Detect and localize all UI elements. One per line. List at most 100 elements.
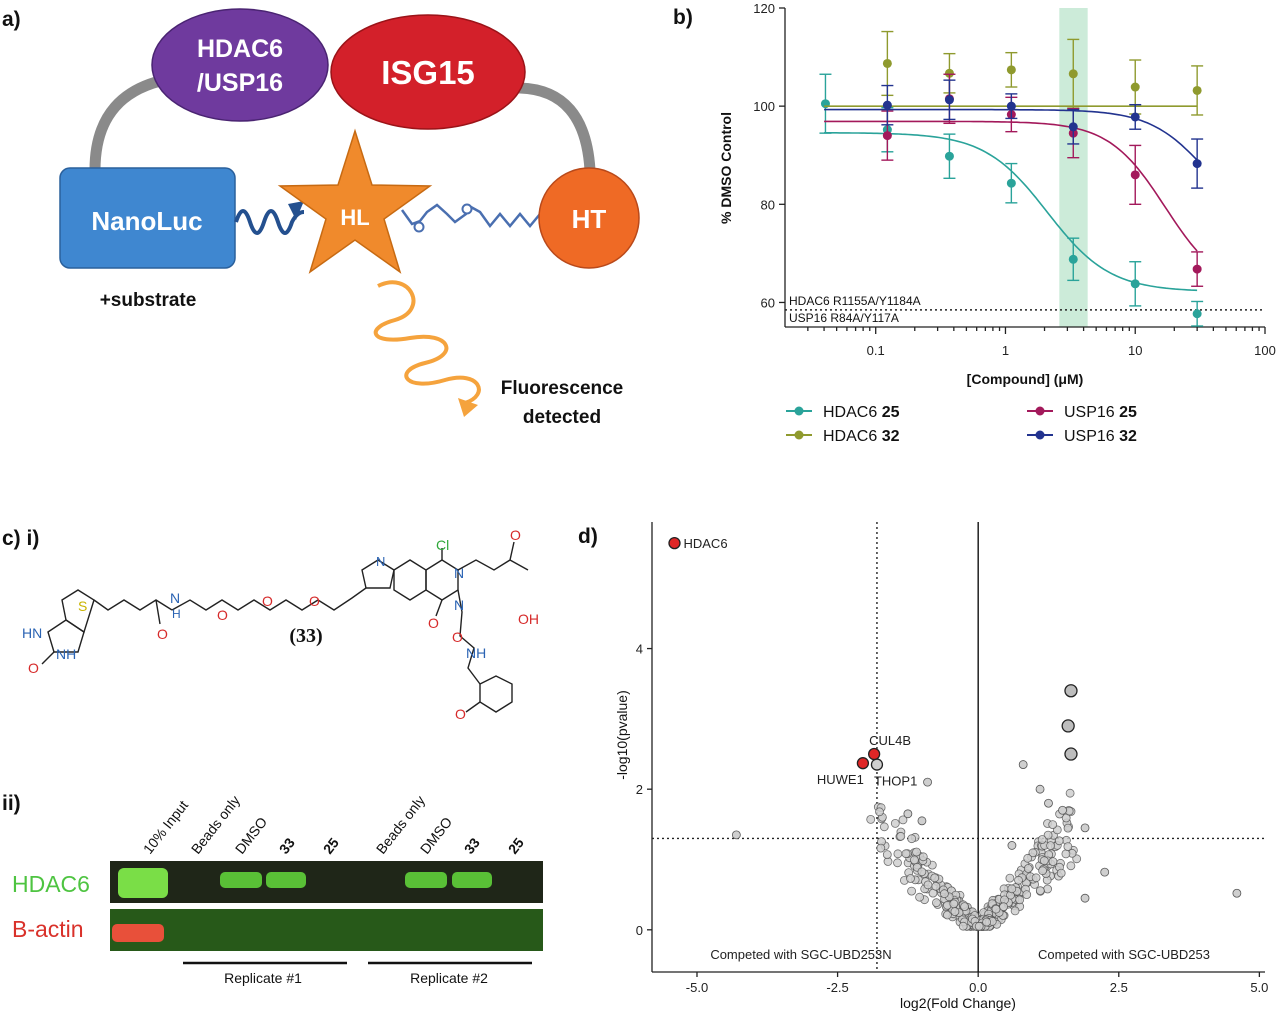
protein-point xyxy=(907,886,916,896)
protein-point xyxy=(943,910,952,920)
protein-point xyxy=(1058,805,1067,815)
protein-point xyxy=(1043,884,1052,894)
atom-h-amide: H xyxy=(172,607,181,621)
data-point xyxy=(1068,69,1078,79)
atom-s: S xyxy=(78,598,87,614)
y-tick-label: 0 xyxy=(636,923,643,938)
protein-point xyxy=(1066,861,1076,871)
protein-point xyxy=(882,850,892,859)
protein-point xyxy=(1044,798,1053,808)
quinazolinone-co-bond xyxy=(435,599,443,617)
protein-point xyxy=(898,815,908,825)
acid-oh-bond xyxy=(509,559,529,571)
band-bactin-input xyxy=(112,924,164,942)
legend-swatch-dot xyxy=(794,430,804,440)
panel-c-ii-letter: ii) xyxy=(2,792,21,815)
protein-point xyxy=(1232,888,1242,898)
protein-point xyxy=(896,831,906,841)
atom-oh-acid: OH xyxy=(518,611,539,627)
protein-point xyxy=(1035,784,1045,794)
data-point xyxy=(1130,170,1140,180)
hl-label: HL xyxy=(340,205,369,230)
legend-entry-usp16-25: USP16 25 xyxy=(1064,404,1137,421)
protein-point xyxy=(917,867,927,877)
y-tick-label: 2 xyxy=(636,782,643,797)
x-tick-label: 100 xyxy=(1254,343,1276,358)
band-hdac6-33-1 xyxy=(266,872,306,888)
protein-point xyxy=(1007,884,1017,894)
isg15-label: ISG15 xyxy=(381,54,475,91)
fluorescence-wave xyxy=(373,280,481,405)
protein-point xyxy=(918,852,928,862)
x-tick-label: 5.0 xyxy=(1250,980,1268,995)
atom-o-amide: O xyxy=(157,626,168,642)
band-hdac6-dmso-1 xyxy=(220,872,262,888)
x-tick-label: -2.5 xyxy=(826,980,848,995)
blot-col-25-1: 25 xyxy=(320,835,342,857)
data-point xyxy=(944,95,954,105)
acetamide-chain xyxy=(457,589,481,685)
nanoluc-label: NanoLuc xyxy=(91,206,202,236)
band-hdac6-dmso-2 xyxy=(405,872,447,888)
biotin-ring-urea xyxy=(47,619,85,653)
blot-row-hdac6-label: HDAC6 xyxy=(12,871,90,897)
protein-point xyxy=(923,777,932,787)
protein-point xyxy=(1080,823,1090,833)
data-point xyxy=(1130,112,1140,122)
data-point xyxy=(1068,254,1078,264)
fit-curve xyxy=(824,132,1198,292)
large-protein-point xyxy=(1064,747,1078,761)
panel-a: a) HDAC6 /USP16 ISG15 NanoLuc +substrate… xyxy=(2,8,640,428)
atom-o-urea: O xyxy=(28,660,39,676)
data-point xyxy=(882,131,892,141)
blot-column-labels: 10% Input Beads only DMSO 33 25 Beads on… xyxy=(140,792,527,856)
protein-point xyxy=(1048,857,1058,866)
hdac6-label-line1: HDAC6 xyxy=(197,35,283,63)
replicate-1-label: Replicate #1 xyxy=(224,970,302,986)
atom-nh: NH xyxy=(56,646,76,662)
protein-point xyxy=(1018,760,1028,769)
data-point xyxy=(1192,264,1202,274)
protein-point xyxy=(974,921,984,931)
blot-col-33-1: 33 xyxy=(276,835,298,857)
protein-label: CUL4B xyxy=(869,733,911,748)
band-hdac6-33-2 xyxy=(452,872,492,888)
energy-transfer-arrowhead xyxy=(288,201,304,220)
data-point xyxy=(1192,85,1202,95)
left-annotation: Competed with SGC-UBD253N xyxy=(710,947,891,962)
protein-point xyxy=(950,907,960,916)
blot-col-33-2: 33 xyxy=(461,835,483,857)
hdac6-usp16-ellipse xyxy=(151,8,329,122)
legend-swatch-dot xyxy=(1035,430,1045,440)
protein-point xyxy=(875,807,884,817)
protein-point xyxy=(931,881,941,891)
protein-point xyxy=(940,889,949,899)
protein-point xyxy=(866,815,876,824)
protein-point xyxy=(958,921,968,931)
y-axis-label: % DMSO Control xyxy=(718,112,734,224)
fluorescence-label-line2: detected xyxy=(523,407,601,428)
x-axis-label: [Compound] (μM) xyxy=(967,371,1084,387)
x-tick-label: 10 xyxy=(1128,343,1142,358)
protein-point xyxy=(982,917,991,927)
threshold-label-usp16: USP16 R84A/Y117A xyxy=(789,311,899,325)
methoxy-bond xyxy=(465,701,481,713)
data-point xyxy=(1130,82,1140,92)
data-point xyxy=(944,68,954,78)
protein-label: THOP1 xyxy=(874,774,917,789)
valeryl-chain xyxy=(93,599,173,611)
protein-point xyxy=(1022,890,1032,899)
protein-point xyxy=(1065,788,1075,798)
nanoluc-box xyxy=(59,167,236,269)
protein-point xyxy=(1015,895,1025,905)
x-tick-label: -5.0 xyxy=(686,980,708,995)
x-tick-label: 0.0 xyxy=(969,980,987,995)
legend-swatch-dot xyxy=(1035,406,1045,416)
protein-point xyxy=(991,904,1001,914)
protein-point xyxy=(1061,849,1071,859)
compound-number-label: (33) xyxy=(289,625,322,647)
atom-o-acid: O xyxy=(510,527,521,543)
